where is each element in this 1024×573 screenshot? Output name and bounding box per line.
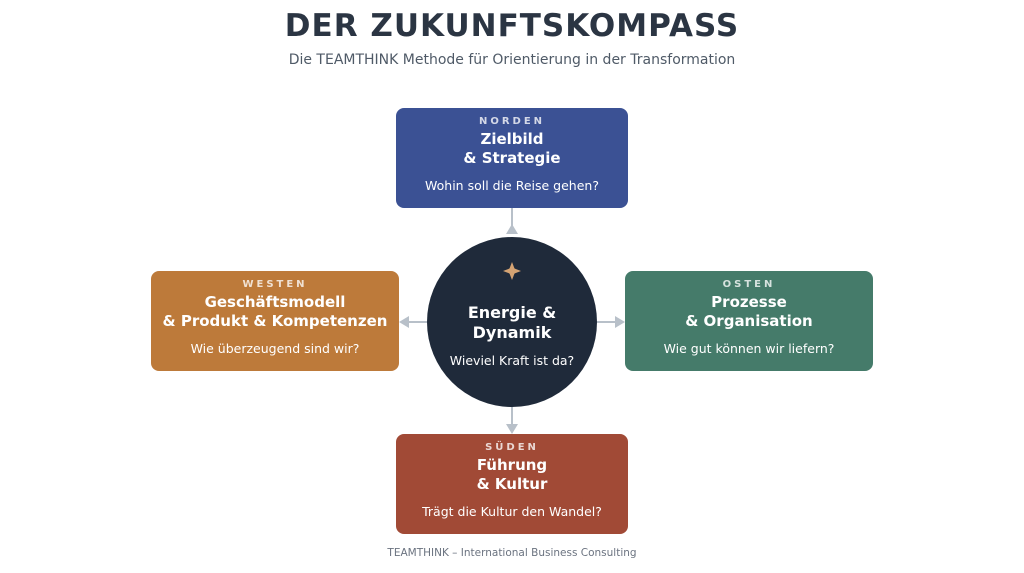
card-north: NORDEN Zielbild & Strategie Wohin soll d… bbox=[396, 108, 628, 208]
card-heading-east: Prozesse & Organisation bbox=[625, 293, 873, 331]
center-heading: Energie & Dynamik bbox=[427, 303, 597, 343]
center-circle: Energie & Dynamik Wieviel Kraft ist da? bbox=[427, 237, 597, 407]
connector-east bbox=[597, 316, 625, 328]
direction-label-south: SÜDEN bbox=[485, 442, 539, 453]
heading-line-1: Prozesse bbox=[711, 293, 787, 311]
heading-line-2: & Kultur bbox=[476, 475, 548, 493]
card-heading-north: Zielbild & Strategie bbox=[396, 130, 628, 168]
direction-label-north: NORDEN bbox=[478, 116, 546, 127]
compass-star-icon bbox=[503, 262, 521, 280]
heading-line-2: Dynamik bbox=[472, 323, 552, 342]
arrow-down-icon bbox=[506, 424, 518, 434]
card-east: OSTEN Prozesse & Organisation Wie gut kö… bbox=[625, 271, 873, 371]
heading-line-2: & Strategie bbox=[463, 149, 561, 167]
card-west: WESTEN Geschäftsmodell & Produkt & Kompe… bbox=[151, 271, 399, 371]
center-question: Wieviel Kraft ist da? bbox=[449, 353, 575, 368]
page-subtitle: Die TEAMTHINK Methode für Orientierung i… bbox=[288, 52, 736, 68]
card-question-south: Trägt die Kultur den Wandel? bbox=[422, 504, 602, 519]
arrow-right-icon bbox=[615, 316, 625, 328]
direction-label-east: OSTEN bbox=[722, 279, 776, 290]
arrow-left-icon bbox=[399, 316, 409, 328]
connector-north bbox=[506, 208, 518, 234]
heading-line-1: Geschäftsmodell bbox=[204, 293, 346, 311]
card-south: SÜDEN Führung & Kultur Trägt die Kultur … bbox=[396, 434, 628, 534]
footer-credit: TEAMTHINK – International Business Consu… bbox=[387, 547, 637, 559]
heading-line-1: Zielbild bbox=[480, 130, 544, 148]
card-question-east: Wie gut können wir liefern? bbox=[663, 341, 835, 356]
card-heading-west: Geschäftsmodell & Produkt & Kompetenzen bbox=[151, 293, 399, 331]
card-question-west: Wie überzeugend sind wir? bbox=[190, 341, 360, 356]
direction-label-west: WESTEN bbox=[242, 279, 308, 290]
card-heading-south: Führung & Kultur bbox=[396, 456, 628, 494]
card-question-north: Wohin soll die Reise gehen? bbox=[425, 178, 599, 193]
arrow-up-icon bbox=[506, 224, 518, 234]
connector-west bbox=[399, 316, 427, 328]
heading-line-2: & Produkt & Kompetenzen bbox=[162, 312, 388, 330]
connector-south bbox=[506, 407, 518, 434]
heading-line-1: Führung bbox=[476, 456, 548, 474]
heading-line-1: Energie & bbox=[467, 303, 557, 322]
page-title: DER ZUKUNFTSKOMPASS bbox=[284, 8, 740, 44]
heading-line-2: & Organisation bbox=[685, 312, 813, 330]
